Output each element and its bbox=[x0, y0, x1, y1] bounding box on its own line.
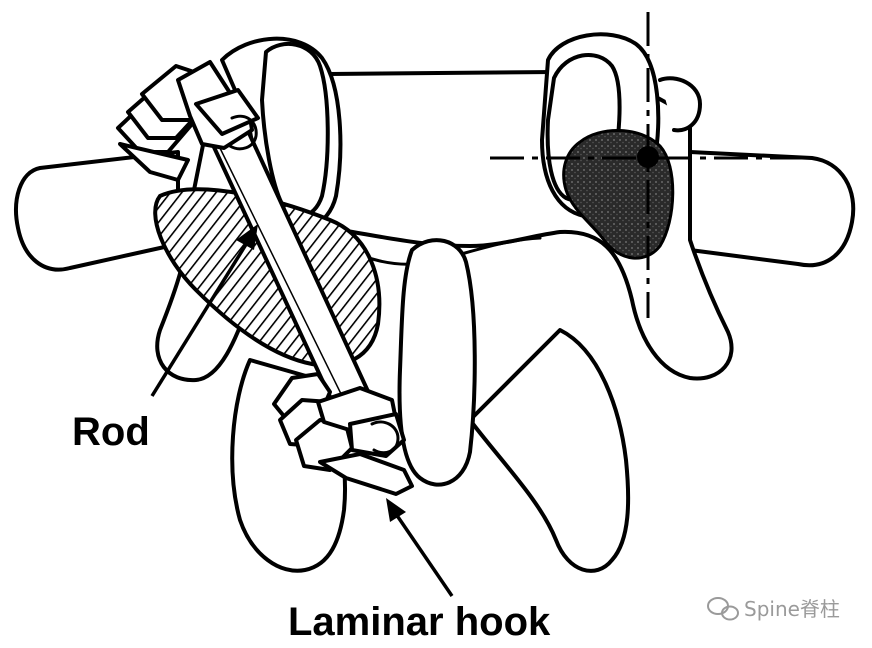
pedicle-entry-region bbox=[562, 129, 675, 260]
watermark-text: Spine脊柱 bbox=[744, 597, 840, 621]
watermark: Spine脊柱 bbox=[707, 597, 840, 621]
wechat-icon bbox=[707, 597, 739, 621]
hook-pointer-arrow bbox=[386, 498, 454, 597]
left-facet-inner bbox=[260, 42, 330, 218]
left-transverse-process bbox=[14, 150, 180, 272]
pedicle-crosshair bbox=[490, 12, 810, 318]
rod-label: Rod bbox=[72, 410, 150, 454]
spinous-process bbox=[397, 238, 477, 487]
right-transverse-process bbox=[688, 150, 856, 268]
laminar-hook-clamp bbox=[272, 372, 414, 496]
right-inferior-articular-process bbox=[468, 328, 631, 573]
laminar-hook-label: Laminar hook bbox=[288, 600, 551, 644]
right-mamillary-tip bbox=[658, 76, 702, 133]
rod-pointer-arrow bbox=[150, 224, 258, 397]
upper-hook-clamp bbox=[116, 60, 260, 182]
